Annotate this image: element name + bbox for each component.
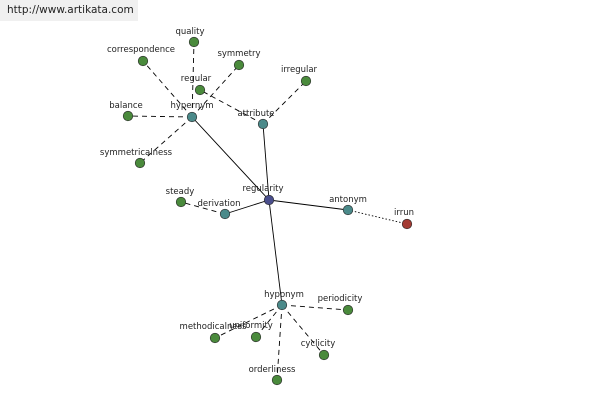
- watermark-url: http://www.artikata.com: [7, 4, 134, 16]
- edge-hyponym-cyclicity: [281, 304, 325, 356]
- node-label-methodicalness: methodicalness: [180, 322, 247, 332]
- node-balance[interactable]: [122, 110, 134, 122]
- edge-hypernym-quality: [191, 41, 195, 118]
- node-label-regularity: regularity: [242, 184, 283, 194]
- node-label-irrun: irrun: [394, 208, 414, 218]
- edge-hypernym-symmetry: [191, 64, 240, 118]
- edge-hyponym-periodicity: [281, 304, 349, 311]
- edge-hyponym-orderliness: [276, 304, 283, 381]
- node-orderliness[interactable]: [271, 374, 283, 386]
- node-label-balance: balance: [109, 101, 142, 111]
- node-label-correspondence: correspondence: [107, 45, 175, 55]
- node-hypernym[interactable]: [186, 111, 198, 123]
- node-label-irregular: irregular: [281, 65, 318, 75]
- node-steady[interactable]: [175, 196, 187, 208]
- edge-derivation-steady: [180, 201, 226, 215]
- node-hyponym[interactable]: [276, 299, 288, 311]
- node-irregular[interactable]: [300, 75, 312, 87]
- edge-hyponym-methodicalness: [214, 304, 283, 339]
- edge-regularity-derivation: [224, 199, 270, 215]
- node-label-derivation: derivation: [197, 199, 240, 209]
- graph-labels: regularity hypernym attribute derivation ant…: [100, 27, 414, 375]
- edge-hypernym-symmetricalness: [139, 116, 193, 164]
- node-label-quality: quality: [175, 27, 204, 37]
- graph-edges: [127, 41, 408, 381]
- edge-hyponym-uniformity: [255, 304, 283, 338]
- node-antonym[interactable]: [342, 204, 354, 216]
- node-label-cyclicity: cyclicity: [301, 339, 336, 349]
- node-quality[interactable]: [188, 36, 200, 48]
- edge-regularity-hypernym: [191, 116, 270, 201]
- node-label-uniformity: uniformity: [229, 321, 273, 331]
- edge-regularity-hyponym: [268, 199, 283, 306]
- node-irrun[interactable]: [401, 218, 413, 230]
- node-label-symmetricalness: symmetricalness: [100, 148, 173, 158]
- node-attribute[interactable]: [257, 118, 269, 130]
- edge-regularity-antonym: [268, 199, 349, 211]
- node-label-steady: steady: [166, 187, 195, 197]
- node-label-antonym: antonym: [329, 195, 367, 205]
- node-label-hypernym: hypernym: [170, 101, 213, 111]
- node-cyclicity[interactable]: [318, 349, 330, 361]
- node-methodicalness[interactable]: [209, 332, 221, 344]
- node-label-hyponym: hyponym: [264, 290, 304, 300]
- node-label-regular: regular: [181, 74, 212, 84]
- node-uniformity[interactable]: [250, 331, 262, 343]
- edge-attribute-irregular: [262, 80, 307, 125]
- edge-regularity-attribute: [262, 123, 270, 201]
- edge-hypernym-correspondence: [142, 60, 193, 118]
- watermark-banner: http://www.artikata.com: [0, 0, 138, 21]
- node-regularity[interactable]: [263, 194, 275, 206]
- node-label-orderliness: orderliness: [249, 365, 296, 375]
- graph-nodes: [122, 36, 413, 386]
- node-periodicity[interactable]: [342, 304, 354, 316]
- node-label-periodicity: periodicity: [318, 294, 363, 304]
- node-symmetry[interactable]: [233, 59, 245, 71]
- edge-hypernym-balance: [127, 115, 193, 118]
- node-derivation[interactable]: [219, 208, 231, 220]
- node-symmetricalness[interactable]: [134, 157, 146, 169]
- node-correspondence[interactable]: [137, 55, 149, 67]
- node-regular[interactable]: [194, 84, 206, 96]
- node-label-symmetry: symmetry: [217, 49, 260, 59]
- node-label-attribute: attribute: [237, 109, 274, 119]
- edge-attribute-regular: [199, 89, 264, 125]
